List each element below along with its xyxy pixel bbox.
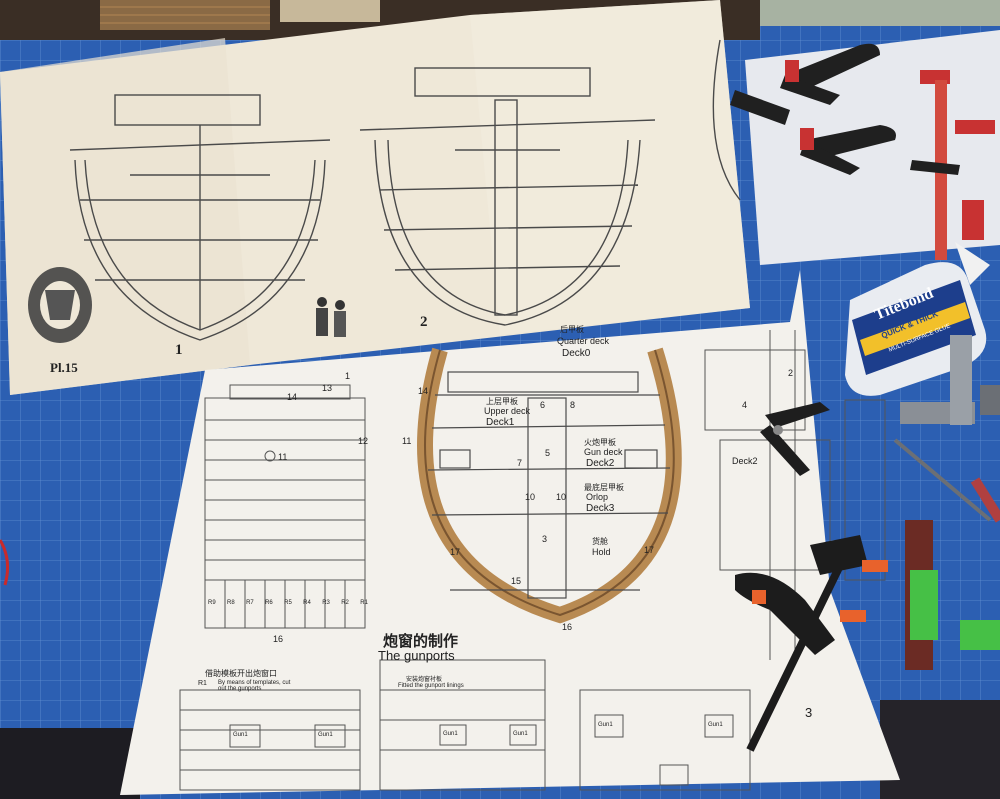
hull-deck-drawing [427, 371, 671, 599]
label-deck3: Deck3 [586, 503, 615, 514]
paper-under-clamps [745, 30, 1000, 265]
label-deck0: Deck0 [562, 348, 591, 359]
plate-number: Pl.15 [50, 360, 78, 375]
quick-bar-clamp [735, 535, 888, 752]
label-deck1: Deck1 [486, 417, 515, 428]
window-light [760, 0, 1000, 26]
label-upper-deck-cn: 上层甲板 [486, 397, 518, 406]
r-label: R2 [341, 600, 349, 606]
coat-of-arms-emblem [28, 267, 92, 343]
hull-section-1-drawing [69, 94, 331, 341]
gun-label: Gun1 [598, 722, 613, 728]
part-number: 10 [525, 492, 536, 502]
part-number: 13 [322, 383, 333, 393]
part-number: 17 [450, 547, 461, 557]
part-number: 8 [570, 400, 576, 410]
part-number: 1 [345, 371, 351, 381]
metal-square-tool [900, 335, 1000, 425]
label-deck2-right: Deck2 [732, 456, 758, 466]
part-number: 17 [644, 545, 655, 555]
gunports-step3: 3 [805, 705, 813, 720]
sailor-figures-illustration [316, 297, 346, 337]
label-gun-deck-en: Gun deck [584, 447, 623, 457]
gunports-title-en: The gunports [378, 648, 455, 663]
small-spring-clamp [760, 402, 830, 476]
part-number: 11 [402, 436, 412, 446]
r-label: R1 [360, 600, 368, 606]
table-edge-right [880, 700, 1000, 799]
green-sanding-block [905, 520, 1000, 670]
part-number: 12 [358, 436, 369, 446]
needle-file [893, 438, 992, 522]
r-label: R4 [303, 600, 311, 606]
part-number: 2 [788, 368, 794, 378]
r-label: R5 [284, 600, 292, 606]
part-number: 3 [542, 534, 548, 544]
label-orlop-en: Orlop [586, 492, 609, 502]
gun-label: Gun1 [233, 732, 248, 738]
part-number: 16 [562, 622, 573, 632]
part-number: 11 [278, 452, 288, 462]
label-hold-cn: 货舱 [592, 537, 608, 546]
label-quarter-deck-en: Quarter deck [557, 336, 610, 346]
gunports-step2-cn: 安装炮窗衬板 [406, 677, 443, 683]
r-label: R3 [322, 600, 330, 606]
cardboard-box [280, 0, 380, 22]
gunports-step1-en: By means of templates, cut out the gunpo… [218, 680, 291, 692]
gunports-step2-en: Fitted the gunport linings [398, 683, 464, 689]
r-label: R9 [208, 600, 216, 606]
section-number-1: 1 [175, 342, 183, 358]
spring-clamps-top [730, 43, 995, 260]
table-edge [0, 728, 140, 799]
part-number: 16 [273, 634, 284, 644]
label-deck2: Deck2 [586, 458, 615, 469]
deck-plank-drawing [204, 384, 366, 629]
section-number-2: 2 [420, 314, 428, 330]
part-number: 14 [287, 392, 298, 402]
r-label: R8 [227, 600, 235, 606]
part-number: 14 [418, 386, 429, 396]
r-label: R7 [246, 600, 254, 606]
red-wire [0, 539, 10, 586]
label-gun-deck-cn: 火炮甲板 [584, 438, 616, 447]
gunports-step1-cn: 借助模板开出炮窗口 [205, 669, 277, 678]
hull-section-3-partial [712, 39, 741, 201]
wooden-hull-frame [417, 347, 682, 624]
gunport-instruction-drawings [179, 659, 751, 791]
gun-label: Gun1 [318, 732, 333, 738]
r-label-row: R9 R8 R7 R6 R5 R4 R3 R2 R1 [208, 600, 368, 606]
label-quarter-deck-cn: 后甲板 [560, 325, 584, 334]
part-number: 10 [556, 492, 567, 502]
r-label: R6 [265, 600, 273, 606]
gun-label: Gun1 [513, 731, 528, 737]
gun-label: Gun1 [708, 722, 723, 728]
gun-label: Gun1 [443, 731, 458, 737]
part-number: 7 [517, 458, 523, 468]
part-number: 6 [540, 400, 546, 410]
part-number: 4 [742, 400, 748, 410]
part-number: 5 [545, 448, 551, 458]
label-upper-deck-en: Upper deck [484, 406, 531, 416]
gunports-title-cn: 炮窗的制作 [383, 633, 459, 650]
part-number: 15 [511, 576, 522, 586]
label-hold-en: Hold [592, 547, 611, 557]
r1-label: R1 [198, 680, 207, 687]
label-orlop-cn: 最底层甲板 [584, 483, 624, 492]
hull-section-2-drawing [359, 67, 656, 326]
